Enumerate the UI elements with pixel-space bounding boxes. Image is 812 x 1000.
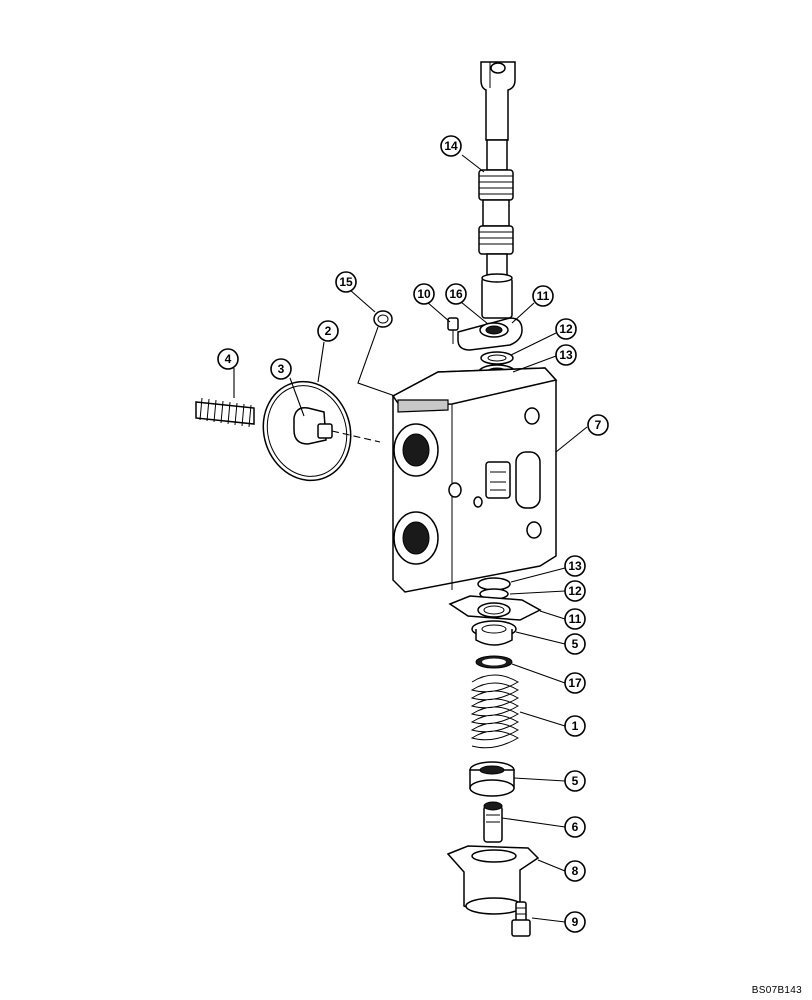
callout-circle bbox=[270, 358, 292, 380]
relief-valve-parts bbox=[195, 310, 396, 482]
callout-16: 16 bbox=[445, 283, 467, 305]
callout-8: 8 bbox=[564, 860, 586, 882]
callout-circle bbox=[587, 414, 609, 436]
callout-15: 15 bbox=[335, 271, 357, 293]
callout-9: 9 bbox=[564, 911, 586, 933]
callout-circle bbox=[564, 911, 586, 933]
drawing-code-label: BS07B143 bbox=[751, 985, 802, 996]
callout-circle bbox=[555, 318, 577, 340]
callout-number: 4 bbox=[225, 352, 232, 366]
leader-lines bbox=[233, 154, 588, 923]
callout-circle bbox=[413, 283, 435, 305]
callout-13: 13 bbox=[555, 344, 577, 366]
callout-number: 17 bbox=[568, 676, 582, 690]
callout-circle bbox=[335, 271, 357, 293]
callout-number: 8 bbox=[572, 864, 579, 878]
callout-5: 5 bbox=[564, 770, 586, 792]
callout-circle bbox=[317, 320, 339, 342]
callout-circle bbox=[564, 633, 586, 655]
callout-number: 7 bbox=[595, 418, 602, 432]
callout-14: 14 bbox=[440, 135, 462, 157]
callout-number: 13 bbox=[559, 348, 573, 362]
callout-number: 5 bbox=[572, 774, 579, 788]
callout-circle bbox=[217, 348, 239, 370]
callout-3: 3 bbox=[270, 358, 292, 380]
callout-5: 5 bbox=[564, 633, 586, 655]
callout-circle bbox=[564, 715, 586, 737]
callout-number: 16 bbox=[449, 287, 463, 301]
callout-number: 9 bbox=[572, 915, 579, 929]
callout-4: 4 bbox=[217, 348, 239, 370]
callout-number: 12 bbox=[559, 322, 573, 336]
callout-10: 10 bbox=[413, 283, 435, 305]
callout-circle bbox=[555, 344, 577, 366]
callout-17: 17 bbox=[564, 672, 586, 694]
callout-12: 12 bbox=[555, 318, 577, 340]
callout-circle bbox=[564, 860, 586, 882]
lower-stack-parts bbox=[446, 577, 542, 937]
callout-circle bbox=[564, 770, 586, 792]
callout-circle bbox=[564, 608, 586, 630]
callout-circle bbox=[564, 816, 586, 838]
callout-number: 11 bbox=[537, 289, 550, 303]
callout-12: 12 bbox=[564, 580, 586, 602]
callout-11: 11 bbox=[564, 608, 586, 630]
callout-7: 7 bbox=[587, 414, 609, 436]
callout-circle bbox=[445, 283, 467, 305]
callout-number: 11 bbox=[569, 612, 582, 626]
callout-circle bbox=[564, 555, 586, 577]
valve-body-part bbox=[391, 367, 558, 593]
callout-number: 1 bbox=[572, 719, 579, 733]
callout-number: 10 bbox=[417, 287, 431, 301]
callout-number: 2 bbox=[325, 324, 332, 338]
callout-number: 6 bbox=[572, 820, 579, 834]
callout-circle bbox=[440, 135, 462, 157]
spool-part bbox=[478, 61, 516, 319]
callout-number: 5 bbox=[572, 637, 579, 651]
callout-circle bbox=[564, 580, 586, 602]
callout-circle bbox=[532, 285, 554, 307]
callout-number: 15 bbox=[339, 275, 353, 289]
callout-2: 2 bbox=[317, 320, 339, 342]
callout-circle bbox=[564, 672, 586, 694]
callout-6: 6 bbox=[564, 816, 586, 838]
callout-number: 12 bbox=[568, 584, 582, 598]
callout-13: 13 bbox=[564, 555, 586, 577]
callout-number: 14 bbox=[444, 139, 458, 153]
callout-number: 13 bbox=[568, 559, 582, 573]
callout-number: 3 bbox=[278, 362, 285, 376]
callout-11: 11 bbox=[532, 285, 554, 307]
callout-1: 1 bbox=[564, 715, 586, 737]
